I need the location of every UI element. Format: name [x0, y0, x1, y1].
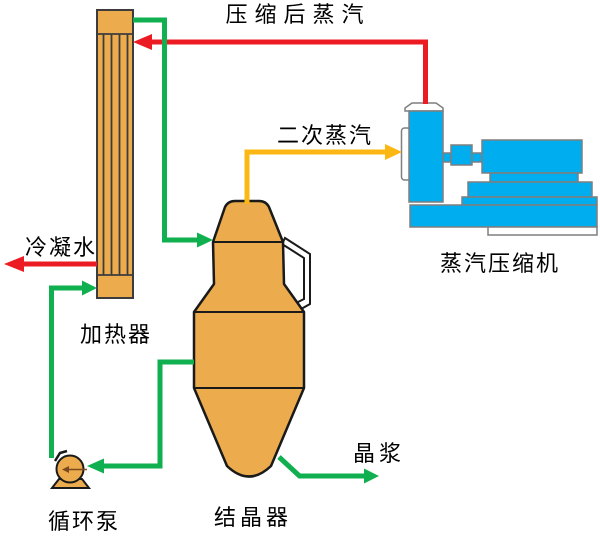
compressor-shaft-right — [471, 152, 483, 163]
compressor-shaft-left — [442, 152, 452, 163]
pump-shaft-symbol — [62, 466, 87, 473]
pipe-secondary-steam-line — [244, 149, 386, 204]
pipe-compressed-steam-line — [150, 39, 428, 104]
pipe-condensate — [4, 256, 97, 272]
compressor-motor — [481, 139, 583, 174]
pipe-secondary-steam-arrowhead — [385, 144, 402, 160]
pipe-secondary-steam — [244, 144, 402, 204]
pipe-pump-to-heater — [49, 280, 97, 458]
label-circulation-pump: 循环泵 — [48, 509, 120, 534]
pipe-crystallizer-to-pump — [87, 359, 194, 474]
label-crystallizer: 结晶器 — [214, 505, 292, 530]
pipe-crystallizer-to-pump-line — [104, 359, 194, 469]
compressor-pedestal-1 — [489, 172, 579, 183]
pipe-crystal-slurry-line — [277, 455, 365, 479]
label-condensate-water: 冷凝水 — [25, 235, 97, 260]
pipe-compressed-steam-arrowhead — [133, 34, 152, 50]
crystallizer-body — [192, 199, 306, 478]
label-compressed-steam: 压缩后蒸汽 — [225, 2, 370, 27]
pipe-crystallizer-to-pump-arrowhead — [87, 458, 104, 474]
label-secondary-steam: 二次蒸汽 — [277, 123, 373, 148]
compressor-pedestal-3 — [461, 196, 598, 206]
compressor-top-cap — [404, 102, 444, 112]
pipe-compressed-steam — [133, 34, 428, 104]
circulation-pump — [49, 449, 92, 489]
pipe-heater-to-crystallizer-arrowhead — [197, 232, 213, 248]
compressor-baseplate — [409, 204, 598, 228]
pipe-condensate-arrowhead — [4, 256, 24, 272]
pump-base — [49, 478, 92, 489]
compressor-coupling — [450, 144, 473, 166]
compressor-pedestal-2 — [467, 181, 593, 198]
label-steam-compressor: 蒸汽压缩机 — [440, 251, 560, 276]
label-crystal-slurry: 晶浆 — [353, 441, 405, 466]
heater-tube-lines — [97, 33, 133, 276]
pipe-pump-to-heater-line — [49, 285, 83, 458]
compressor-foundation — [487, 226, 598, 236]
pipe-heater-to-crystallizer-line — [133, 17, 198, 243]
compressor-casing — [408, 110, 444, 203]
crystallizer — [192, 199, 311, 478]
pipe-pump-to-heater-arrowhead — [82, 280, 97, 296]
pipe-crystal-slurry-arrowhead — [364, 468, 379, 484]
heater — [96, 9, 134, 299]
crystallizer-section-lines — [194, 241, 304, 389]
pipe-crystal-slurry — [277, 455, 379, 484]
pump-discharge-spout — [53, 449, 68, 462]
steam-compressor — [400, 102, 598, 236]
pump-shaft-arrowhead — [62, 466, 69, 473]
label-heater: 加热器 — [80, 322, 152, 347]
pipe-heater-to-crystallizer — [133, 17, 213, 248]
